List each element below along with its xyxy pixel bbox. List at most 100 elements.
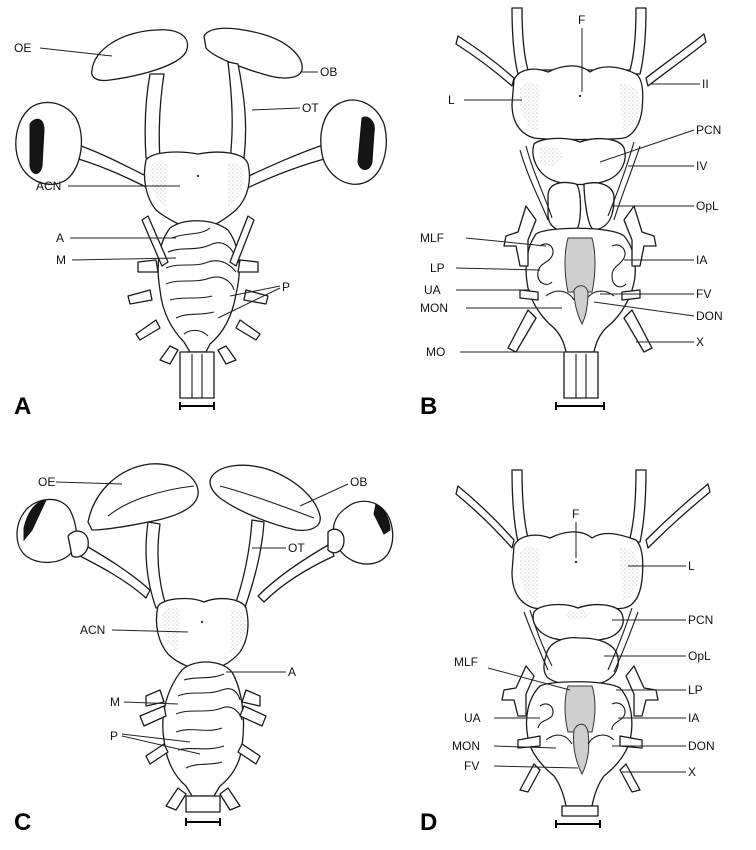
a-spinal-cord <box>179 351 215 399</box>
b-fourth-ventricle <box>573 285 589 326</box>
a-label-acn: ACN <box>36 179 61 193</box>
b-nerve-iv <box>519 141 641 221</box>
a-acn-stipple-left <box>150 160 168 206</box>
b-lobes-ia-lp <box>537 243 627 301</box>
d-telencephalon <box>511 531 644 611</box>
a-eye-right <box>320 99 387 185</box>
b-label-lp: LP <box>430 261 445 275</box>
d-nerves-right <box>619 665 659 793</box>
b-label-fv: FV <box>696 287 711 301</box>
b-label-don: DON <box>696 309 723 323</box>
d-label-lp: LP <box>688 683 703 697</box>
c-label-p: P <box>110 729 118 743</box>
a-nerves-right <box>217 215 269 365</box>
b-l-stipple-left <box>520 82 540 132</box>
b-optic-lobe-right <box>583 182 615 231</box>
d-spinal-cord <box>561 805 599 817</box>
b-label-l: L <box>448 93 455 107</box>
c-spinal-cord <box>185 795 221 813</box>
b-telencephalon <box>511 65 644 141</box>
a-olfactory-tract-right <box>227 61 247 161</box>
a-hindbrain-folds <box>165 227 237 337</box>
d-label-mon: MON <box>452 739 480 753</box>
panel-c: OE OB OT ACN A M P C <box>14 463 394 836</box>
b-label-ia: IA <box>696 253 707 267</box>
b-label-pcn: PCN <box>696 123 721 137</box>
d-label-pcn: PCN <box>688 613 713 627</box>
b-label-ii: II <box>702 77 709 91</box>
d-nerves-left <box>501 665 541 793</box>
c-optic-nerve-right <box>257 543 335 603</box>
c-olfactory-tract-left <box>145 521 167 609</box>
panel-a: OE OB OT ACN A M P A <box>14 27 387 420</box>
c-eye-left-cap <box>67 530 89 558</box>
a-eye-left <box>15 101 83 185</box>
b-optic-nerve-left <box>455 35 515 87</box>
b-l-stipple-right <box>620 83 640 132</box>
c-label-a: A <box>288 665 296 679</box>
a-acn-stipple-right <box>228 162 245 206</box>
b-olfactory-tracts <box>511 7 647 75</box>
c-nerves-left <box>139 689 187 811</box>
a-hindbrain <box>157 220 240 353</box>
d-optic-nerve-right <box>645 483 711 549</box>
panel-d: F L PCN OpL MLF LP UA IA MON DON FV X D <box>420 469 715 836</box>
a-label-ob: OB <box>320 65 337 79</box>
d-optic-nerve-left <box>455 485 515 549</box>
d-label-ua: UA <box>464 711 481 725</box>
d-label-l: L <box>688 559 695 573</box>
d-label-f: F <box>572 507 579 521</box>
d-panel-letter: D <box>420 809 437 836</box>
b-spinal-cord <box>563 351 599 399</box>
b-label-ua: UA <box>424 283 441 297</box>
a-panel-letter: A <box>14 393 31 420</box>
d-label-opl: OpL <box>688 649 711 663</box>
d-label-x: X <box>688 765 696 779</box>
d-label-fv: FV <box>464 759 479 773</box>
c-panel-letter: C <box>14 809 31 836</box>
c-eye-right-cap <box>327 528 345 554</box>
a-label-p: P <box>282 280 290 294</box>
a-olfactory-tract-left <box>144 73 165 161</box>
c-optic-nerve-left <box>71 539 151 599</box>
b-label-mlf: MLF <box>420 231 444 245</box>
c-label-oe: OE <box>38 475 55 489</box>
c-olfactory-epithelium-right <box>209 464 321 532</box>
a-anterior-commissure-nucleus <box>143 151 251 233</box>
a-olfactory-epithelium-left <box>91 29 189 82</box>
b-label-mo: MO <box>426 345 445 359</box>
a-label-oe: OE <box>14 41 31 55</box>
b-optic-nerve-right <box>645 33 707 87</box>
b-label-mon: MON <box>420 301 448 315</box>
b-nerves-right <box>621 205 657 353</box>
panel-b: F II L PCN IV OpL MLF IA LP UA FV MON DO… <box>420 7 723 420</box>
d-label-mlf: MLF <box>454 655 478 669</box>
a-label-ot: OT <box>302 101 319 115</box>
d-mlf-gray <box>564 685 596 733</box>
c-label-ot: OT <box>288 541 305 555</box>
b-label-opl: OpL <box>696 199 719 213</box>
d-fourth-ventricle <box>573 723 590 776</box>
c-label-ob: OB <box>350 475 367 489</box>
b-label-x: X <box>696 335 704 349</box>
a-eye-right-lens <box>357 116 375 170</box>
c-label-m: M <box>110 695 120 709</box>
c-label-acn: ACN <box>80 623 105 637</box>
d-label-ia: IA <box>688 711 699 725</box>
b-optic-lobe-left <box>547 181 582 232</box>
a-eye-left-lens <box>29 118 45 174</box>
b-label-f: F <box>578 13 585 27</box>
a-olfactory-epithelium-right <box>203 27 303 79</box>
a-optic-nerve-right <box>239 143 329 191</box>
a-label-a: A <box>56 231 64 245</box>
c-hindbrain <box>162 661 245 797</box>
d-optic-lobe <box>543 636 619 686</box>
a-label-m: M <box>56 253 66 267</box>
b-panel-letter: B <box>420 393 437 420</box>
b-label-iv: IV <box>696 159 707 173</box>
d-olfactory-tracts <box>511 469 647 543</box>
d-posterior-commissure-nucleus <box>532 603 624 642</box>
c-nerves-right <box>219 689 267 811</box>
b-mlf-gray <box>564 237 596 293</box>
